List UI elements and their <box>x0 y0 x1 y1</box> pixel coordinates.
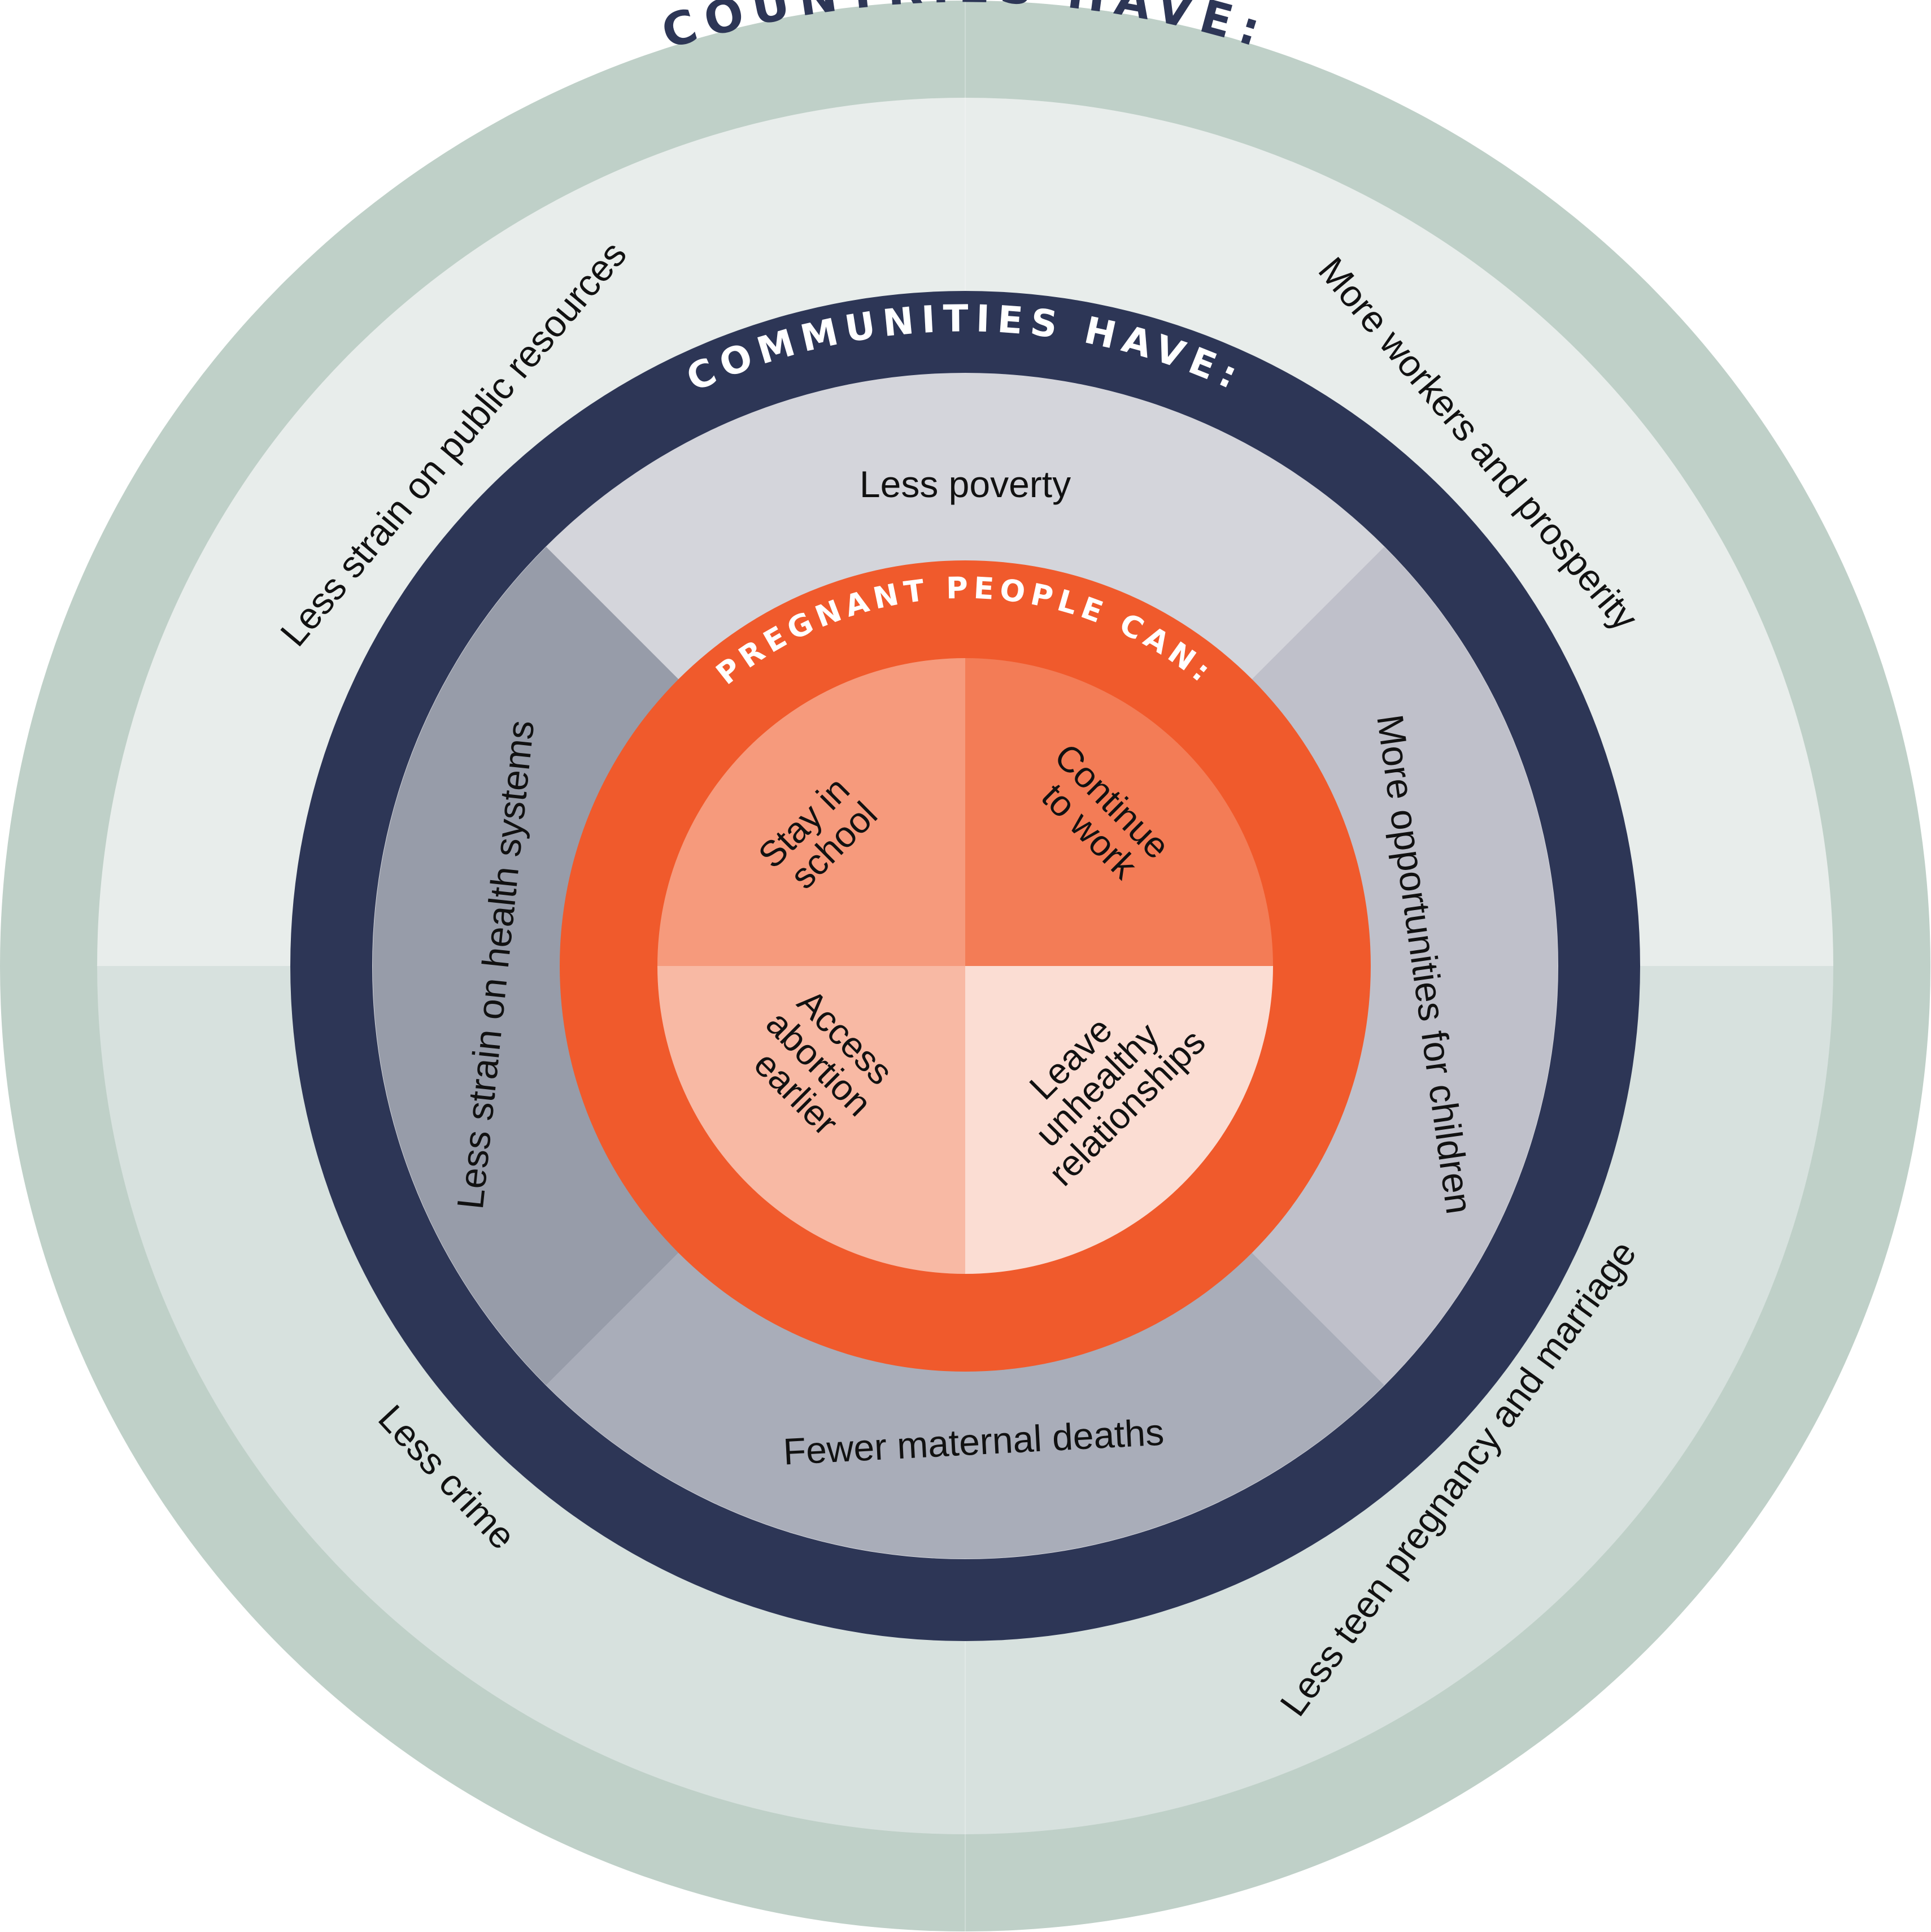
people-level: PREGNANT PEOPLE CAN: Stay in school Cont… <box>560 560 1371 1372</box>
people-quadrant-top-left <box>657 658 965 966</box>
people-quadrant-top-right <box>965 658 1273 966</box>
communities-item-top: Less poverty <box>860 463 1071 505</box>
people-quadrant-bottom-left <box>657 966 965 1274</box>
people-quadrant-bottom-right <box>965 966 1273 1274</box>
